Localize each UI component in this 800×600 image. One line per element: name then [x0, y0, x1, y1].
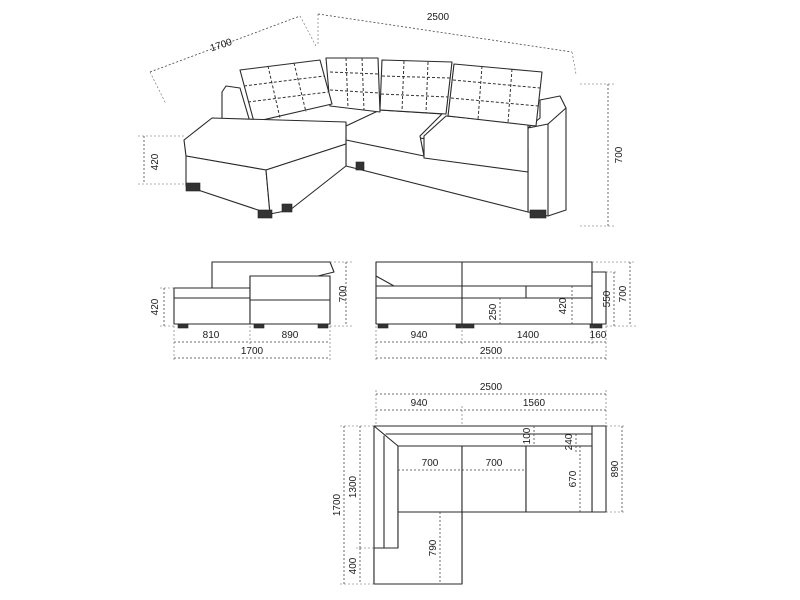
side-height-label: 700	[338, 285, 349, 302]
front-total-label: 2500	[480, 346, 503, 357]
top-left-depth-label: 1300	[348, 475, 359, 498]
front-view: 940 1400 160 2500 250 420 550 700	[375, 261, 636, 362]
top-left-part-label: 940	[411, 398, 428, 409]
side-seat-part-label: 890	[282, 330, 299, 341]
top-total-width-label: 2500	[480, 382, 503, 393]
top-chaise-width-label: 400	[348, 557, 359, 574]
top-cushion-1-label: 700	[422, 458, 439, 469]
iso-leg	[355, 161, 365, 171]
top-total-depth-label: 1700	[332, 493, 343, 516]
iso-depth-label: 1700	[209, 37, 234, 54]
iso-leg	[185, 182, 201, 192]
side-leg	[317, 323, 329, 329]
top-right-depth-label: 890	[610, 460, 621, 477]
front-arm-height-label: 550	[602, 290, 613, 307]
iso-seat-cushion-right	[423, 115, 529, 173]
side-chaise-seat	[173, 287, 251, 325]
iso-chaise-back-cushion	[239, 59, 333, 123]
front-seat-height-label: 420	[558, 297, 569, 314]
iso-seat-height-label: 420	[150, 153, 161, 170]
front-leg-height-label: 250	[488, 303, 499, 320]
front-leg	[377, 323, 389, 329]
front-left-part-label: 940	[411, 330, 428, 341]
iso-leg	[257, 209, 273, 219]
top-right-part-label: 1560	[523, 398, 546, 409]
top-view: 2500 940 1560 100 240 700 700 670 890 17…	[332, 382, 626, 585]
side-total-label: 1700	[241, 346, 264, 357]
isometric-view: 1700 2500 700 420	[138, 12, 625, 227]
front-back	[375, 261, 593, 287]
iso-leg	[529, 209, 547, 219]
iso-back-cushion-right	[447, 63, 543, 127]
front-height-label: 700	[618, 285, 629, 302]
front-middle-part-label: 1400	[517, 330, 540, 341]
front-leg	[589, 323, 603, 329]
front-arm-part-label: 160	[590, 330, 607, 341]
top-seat-cushion-1	[397, 445, 463, 513]
iso-width-label: 2500	[427, 12, 450, 23]
top-chaise-length-label: 790	[428, 539, 439, 556]
side-leg	[253, 323, 265, 329]
iso-back-cushion-middle	[379, 59, 453, 115]
iso-height-label: 700	[614, 146, 625, 163]
iso-leg	[281, 203, 293, 213]
side-seat-height-label: 420	[150, 298, 161, 315]
side-view: 420 700 810 890 1700	[150, 261, 352, 362]
top-cushion-2-label: 700	[486, 458, 503, 469]
top-seat-cushion-2	[461, 445, 527, 513]
iso-back-cushion-left	[325, 57, 381, 113]
side-leg	[177, 323, 189, 329]
top-arm-depth-label: 240	[564, 433, 575, 450]
side-chaise-part-label: 810	[203, 330, 220, 341]
front-leg	[455, 323, 475, 329]
top-back-thickness-label: 100	[522, 427, 533, 444]
top-seat-depth-label: 670	[568, 470, 579, 487]
front-seat-body	[375, 285, 593, 325]
top-seat-cushion-3	[525, 445, 593, 513]
